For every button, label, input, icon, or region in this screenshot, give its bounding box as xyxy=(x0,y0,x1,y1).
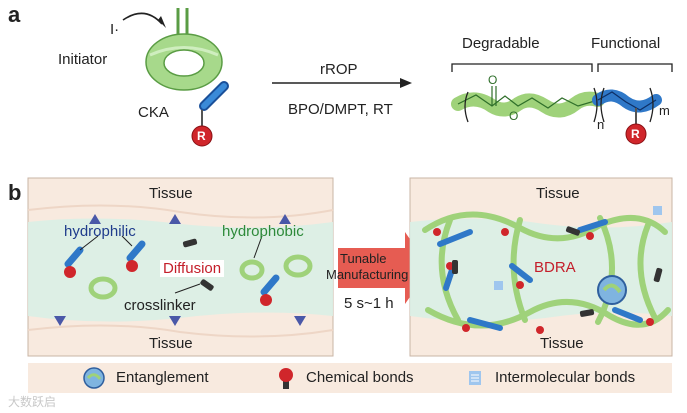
tissue-top-left: Tissue xyxy=(149,185,193,202)
degradable-label: Degradable xyxy=(462,35,540,52)
diffusion-label: Diffusion xyxy=(160,260,225,277)
legend-bar xyxy=(28,363,672,393)
subscript-n: n xyxy=(597,117,605,132)
product-r-group-ball xyxy=(625,123,647,145)
panel-a-letter: a xyxy=(8,2,21,27)
vinyl-monomer xyxy=(191,81,229,147)
functional-label: Functional xyxy=(591,35,661,52)
initiator-symbol: I· xyxy=(110,21,120,38)
chemical-bond-icon xyxy=(279,368,293,389)
entanglement-marker xyxy=(597,275,627,305)
ester-oxygen: O xyxy=(509,109,519,123)
cka-ring xyxy=(145,8,223,91)
polymer-product xyxy=(451,86,662,145)
crosslinker-label: crosslinker xyxy=(124,297,196,314)
arrow-time: 5 s~1 h xyxy=(344,295,394,312)
watermark: 大数跃启 xyxy=(8,395,57,409)
initiator-arrowhead xyxy=(158,16,166,28)
hydrophilic-monomers xyxy=(64,240,146,300)
degradable-bracket xyxy=(451,63,593,72)
tissue-bottom-right: Tissue xyxy=(540,335,584,352)
panel-b-letter: b xyxy=(8,180,22,205)
cka-r-label: R xyxy=(197,129,206,143)
product-r-label: R xyxy=(631,127,640,141)
initiator-attack-arrow xyxy=(122,12,163,25)
subscript-m: m xyxy=(659,103,670,118)
tunable-manufacturing-arrow xyxy=(338,232,430,304)
bdra-network xyxy=(422,211,671,331)
intermolecular-bond-icon xyxy=(469,371,481,385)
bdra-label: BDRA xyxy=(534,259,576,276)
panel-b-graphics xyxy=(27,177,673,357)
tissue-top-right: Tissue xyxy=(536,185,580,202)
initiator-label: Initiator xyxy=(58,51,108,68)
functional-bracket xyxy=(597,63,673,72)
arrow-line2: Manufacturing xyxy=(326,267,409,282)
legend-entanglement: Entanglement xyxy=(116,369,209,386)
legend-icons xyxy=(83,367,481,389)
hydrophobic-monomers xyxy=(239,254,313,306)
carbonyl-oxygen: O xyxy=(488,73,498,87)
cka-label: CKA xyxy=(138,104,169,121)
legend-intermolecular-bonds: Intermolecular bonds xyxy=(495,369,636,386)
tissue-bottom-left: Tissue xyxy=(149,335,193,352)
diffusion-arrows xyxy=(54,214,306,326)
arrow-top-label: rROP xyxy=(320,61,358,78)
entanglement-icon xyxy=(83,367,105,389)
r-group-ball xyxy=(191,125,213,147)
hydrophilic-label: hydrophilic xyxy=(64,223,136,240)
legend-chemical-bonds: Chemical bonds xyxy=(306,369,414,386)
panel-a-graphics xyxy=(122,8,673,147)
arrow-line1: Tunable xyxy=(340,251,387,266)
reaction-arrowhead xyxy=(400,78,412,88)
hydrophobic-label: hydrophobic xyxy=(222,223,304,240)
arrow-bottom-label: BPO/DMPT, RT xyxy=(288,101,393,118)
